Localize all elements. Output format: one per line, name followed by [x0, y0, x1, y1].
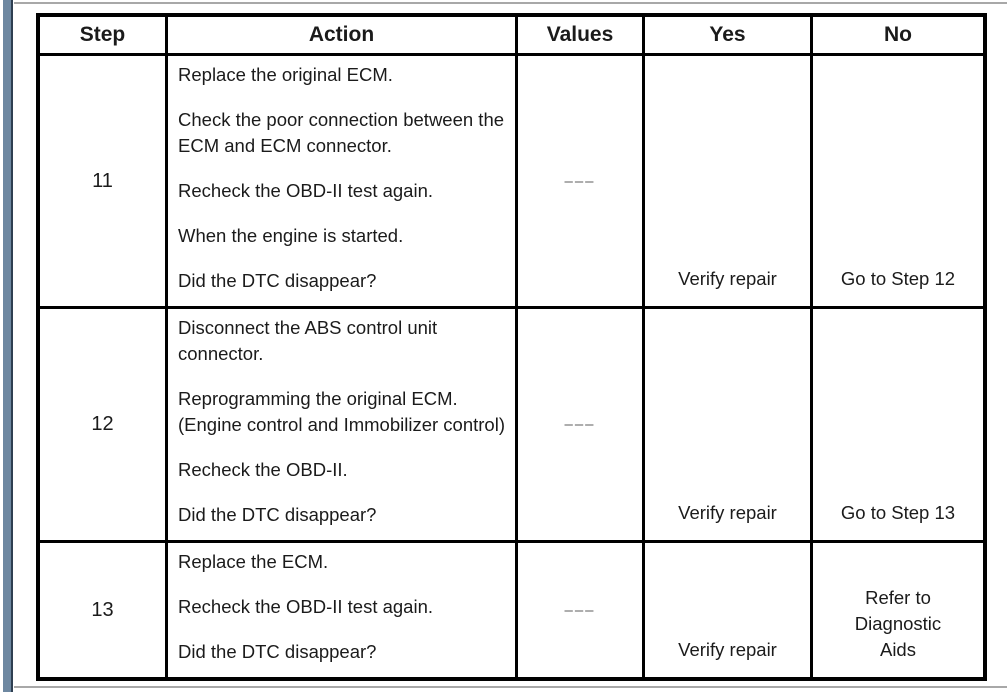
left-accent-bar	[3, 0, 13, 692]
step-13-action-cell: Replace the ECM. Recheck the OBD-II test…	[168, 543, 515, 677]
action-paragraph: Did the DTC disappear?	[178, 504, 377, 525]
step-12-values-cell: –––	[518, 309, 642, 540]
action-paragraph: Recheck the OBD-II test again.	[178, 180, 434, 201]
action-paragraph: Disconnect the ABS control unit connecto…	[178, 317, 438, 364]
action-paragraph: Reprogramming the original ECM. (Engine …	[178, 388, 505, 435]
step-12-number-cell: 12	[40, 309, 165, 540]
top-rule	[14, 2, 1007, 4]
step-13-values-cell: –––	[518, 543, 642, 677]
header-cell-values: Values	[518, 17, 642, 53]
step-12-no-cell: Go to Step 13	[813, 309, 983, 540]
action-paragraph: Replace the original ECM.	[178, 64, 393, 85]
bottom-rule	[14, 686, 1007, 688]
step-11-number-cell: 11	[40, 56, 165, 306]
header-cell-action: Action	[168, 17, 515, 53]
step-13-no-cell: Refer to Diagnostic Aids	[813, 543, 983, 677]
action-paragraph: Recheck the OBD-II.	[178, 459, 348, 480]
action-paragraph: Recheck the OBD-II test again.	[178, 596, 434, 617]
step-12-action-cell: Disconnect the ABS control unit connecto…	[168, 309, 515, 540]
step-12-yes-cell: Verify repair	[645, 309, 810, 540]
action-paragraph: Did the DTC disappear?	[178, 270, 377, 291]
diagnostic-table: Step Action Values Yes No 11 Replace the…	[36, 13, 987, 681]
step-11-action-cell: Replace the original ECM. Check the poor…	[168, 56, 515, 306]
step-11-values-cell: –––	[518, 56, 642, 306]
header-cell-no: No	[813, 17, 983, 53]
action-paragraph: Check the poor connection between the EC…	[178, 109, 505, 156]
action-paragraph: Did the DTC disappear?	[178, 641, 377, 662]
step-13-number-cell: 13	[40, 543, 165, 677]
header-cell-step: Step	[40, 17, 165, 53]
action-paragraph: When the engine is started.	[178, 225, 404, 246]
step-11-yes-cell: Verify repair	[645, 56, 810, 306]
action-paragraph: Replace the ECM.	[178, 551, 329, 572]
header-cell-yes: Yes	[645, 17, 810, 53]
step-13-yes-cell: Verify repair	[645, 543, 810, 677]
step-11-no-cell: Go to Step 12	[813, 56, 983, 306]
